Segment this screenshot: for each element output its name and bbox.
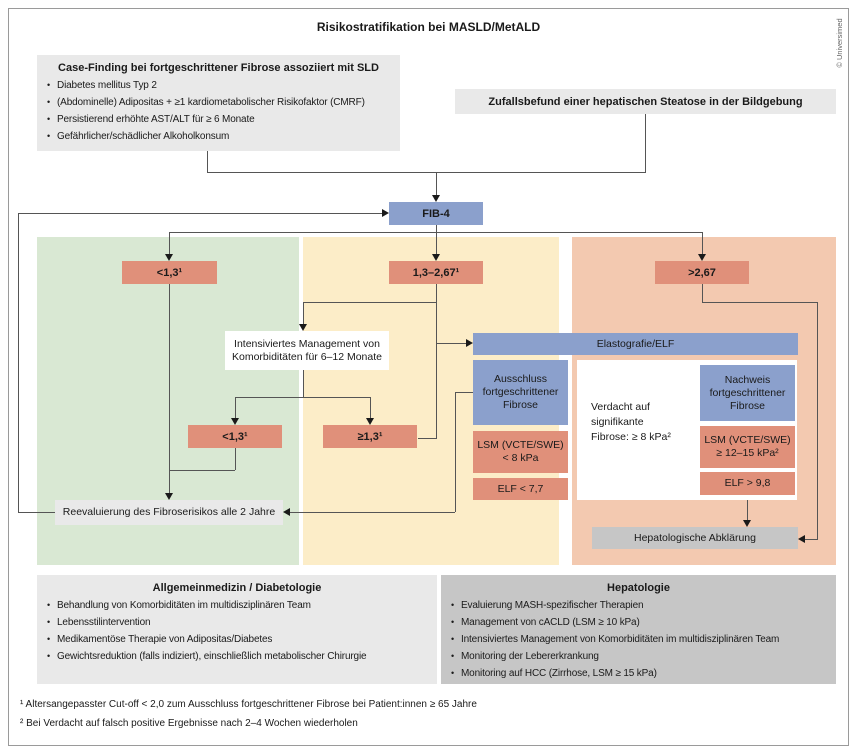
list-item: Behandlung von Komorbiditäten im multidi…: [47, 597, 431, 614]
connector-line: [18, 512, 55, 513]
hepatology-title: Hepatologie: [607, 582, 670, 594]
primary-care-box: Allgemeinmedizin / Diabetologie Behandlu…: [37, 575, 437, 684]
footnote-2: ² Bei Verdacht auf falsch positive Ergeb…: [20, 718, 358, 729]
connector-line: [370, 397, 371, 418]
hepatology-box: Hepatologie Evaluierung MASH-spezifische…: [441, 575, 836, 684]
list-item: Lebensstilintervention: [47, 614, 431, 631]
list-item: (Abdominelle) Adipositas + ≥1 kardiometa…: [47, 94, 394, 111]
list-item: Medikamentöse Therapie von Adipositas/Di…: [47, 631, 431, 648]
arrowhead-left-icon: [798, 535, 805, 543]
connector-line: [817, 302, 818, 539]
elastography-bar: Elastografie/ELF: [473, 333, 798, 355]
connector-line: [747, 500, 748, 520]
arrowhead-right-icon: [466, 339, 473, 347]
figure-frame: [8, 8, 849, 746]
arrowhead-down-icon: [231, 418, 239, 425]
connector-line: [207, 172, 646, 173]
connector-line: [18, 213, 382, 214]
arrowhead-down-icon: [299, 324, 307, 331]
arrowhead-down-icon: [432, 254, 440, 261]
arrowhead-down-icon: [165, 254, 173, 261]
connector-line: [169, 232, 170, 254]
list-item: Gewichtsreduktion (falls indiziert), ein…: [47, 648, 431, 665]
arrowhead-down-icon: [165, 493, 173, 500]
list-item: Management von cACLD (LSM ≥ 10 kPa): [451, 614, 830, 631]
connector-line: [207, 150, 208, 172]
copyright-label: © Universimed: [835, 18, 844, 68]
connector-line: [436, 225, 437, 233]
list-item: Intensiviertes Management von Komorbidit…: [451, 631, 830, 648]
fib4-high-box: >2,67: [655, 261, 749, 284]
connector-line: [18, 213, 19, 512]
suspicion-text: Verdacht auf signifikante Fibrose: ≥ 8 k…: [591, 401, 671, 443]
fib4-low-box: <1,3¹: [122, 261, 217, 284]
exclusion-fibrosis-box: Ausschluss fortgeschrittener Fibrose: [473, 360, 568, 425]
list-item: Monitoring auf HCC (Zirrhose, LSM ≥ 15 k…: [451, 665, 830, 682]
arrowhead-down-icon: [698, 254, 706, 261]
connector-line: [169, 470, 235, 471]
list-item: Gefährlicher/schädlicher Alkoholkonsum: [47, 128, 394, 145]
connector-line: [303, 302, 304, 324]
connector-line: [645, 114, 646, 172]
connector-line: [235, 448, 236, 470]
connector-line: [805, 539, 818, 540]
connector-line: [436, 172, 437, 195]
case-finding-list: Diabetes mellitus Typ 2 (Abdominelle) Ad…: [37, 77, 400, 145]
case-finding-box: Case-Finding bei fortgeschrittener Fibro…: [37, 55, 400, 151]
retest-high-box: ≥1,3¹: [323, 425, 417, 448]
connector-line: [169, 284, 170, 493]
hepatology-list: Evaluierung MASH-spezifischer Therapien …: [441, 597, 836, 682]
connector-line: [437, 343, 466, 344]
retest-low-box: <1,3¹: [188, 425, 282, 448]
arrowhead-right-icon: [382, 209, 389, 217]
connector-line: [702, 283, 703, 302]
management-box: Intensiviertes Management von Komorbidit…: [225, 331, 389, 370]
connector-line: [290, 512, 455, 513]
detection-elf-box: ELF > 9,8: [700, 472, 795, 495]
reevaluation-box: Reevaluierung des Fibroserisikos alle 2 …: [55, 500, 283, 525]
connector-line: [303, 369, 304, 397]
detection-fibrosis-box: Nachweis fortgeschrittener Fibrose: [700, 365, 795, 421]
connector-line: [303, 302, 436, 303]
exclusion-elf-box: ELF < 7,7: [473, 478, 568, 500]
list-item: Diabetes mellitus Typ 2: [47, 77, 394, 94]
connector-line: [436, 284, 437, 438]
detection-lsm-box: LSM (VCTE/SWE) ≥ 12–15 kPa²: [700, 426, 795, 468]
hepatology-referral-box: Hepatologische Abklärung: [592, 527, 798, 549]
connector-line: [455, 392, 473, 393]
connector-line: [702, 302, 817, 303]
connector-line: [235, 397, 371, 398]
arrowhead-left-icon: [283, 508, 290, 516]
incidental-finding-box: Zufallsbefund einer hepatischen Steatose…: [455, 89, 836, 114]
connector-line: [235, 397, 236, 418]
exclusion-lsm-box: LSM (VCTE/SWE) < 8 kPa: [473, 431, 568, 473]
figure-title: Risikostratifikation bei MASLD/MetALD: [316, 20, 541, 34]
connector-line: [418, 438, 437, 439]
primary-care-list: Behandlung von Komorbiditäten im multidi…: [37, 597, 437, 665]
connector-line: [702, 232, 703, 254]
fib4-node: FIB-4: [389, 202, 483, 225]
list-item: Evaluierung MASH-spezifischer Therapien: [451, 597, 830, 614]
arrowhead-down-icon: [743, 520, 751, 527]
connector-line: [436, 232, 437, 254]
fib4-intermediate-box: 1,3–2,67¹: [389, 261, 483, 284]
connector-line: [455, 392, 456, 512]
case-finding-title: Case-Finding bei fortgeschrittener Fibro…: [58, 62, 379, 74]
footnote-1: ¹ Altersangepasster Cut-off < 2,0 zum Au…: [20, 699, 477, 710]
list-item: Persistierend erhöhte AST/ALT für ≥ 6 Mo…: [47, 111, 394, 128]
primary-care-title: Allgemeinmedizin / Diabetologie: [152, 582, 322, 594]
arrowhead-down-icon: [432, 195, 440, 202]
arrowhead-down-icon: [366, 418, 374, 425]
list-item: Monitoring der Lebererkrankung: [451, 648, 830, 665]
